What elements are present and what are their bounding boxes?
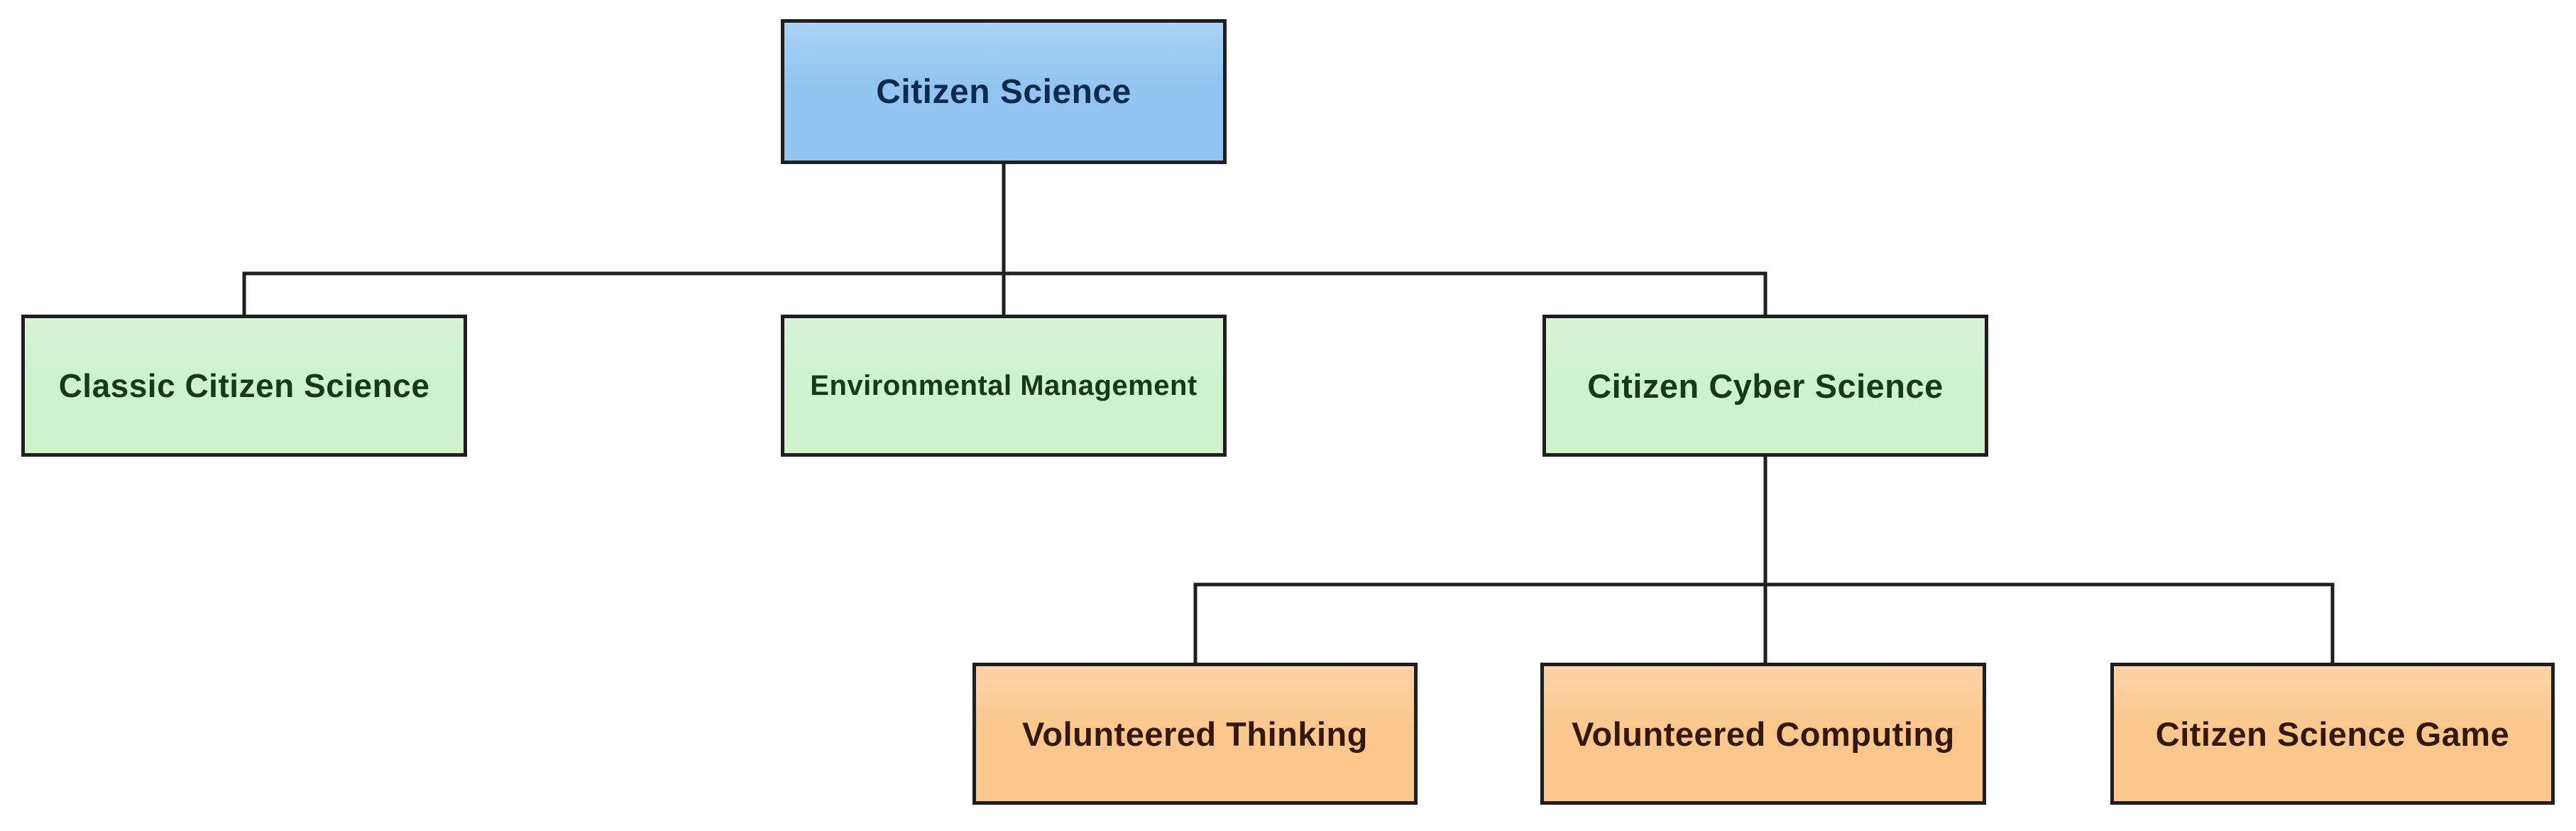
node-citizen-cyber-science: Citizen Cyber Science: [1542, 315, 1988, 457]
node-classic-citizen-science-label: Classic Citizen Science: [58, 367, 430, 404]
node-citizen-science: Citizen Science: [781, 19, 1227, 164]
node-volunteered-thinking: Volunteered Thinking: [972, 663, 1418, 805]
connector-level2-bus: [1193, 582, 2335, 663]
node-citizen-science-game: Citizen Science Game: [2110, 663, 2555, 805]
node-volunteered-computing-label: Volunteered Computing: [1572, 715, 1955, 753]
node-environmental-management-label: Environmental Management: [810, 369, 1197, 401]
node-environmental-management: Environmental Management: [781, 315, 1227, 457]
node-citizen-cyber-science-label: Citizen Cyber Science: [1587, 366, 1944, 405]
connector-level1-bus: [242, 271, 1767, 315]
node-citizen-science-game-label: Citizen Science Game: [2155, 715, 2510, 753]
node-citizen-science-label: Citizen Science: [876, 72, 1131, 111]
node-volunteered-thinking-label: Volunteered Thinking: [1022, 715, 1368, 753]
node-volunteered-computing: Volunteered Computing: [1540, 663, 1986, 805]
node-classic-citizen-science: Classic Citizen Science: [21, 315, 467, 457]
